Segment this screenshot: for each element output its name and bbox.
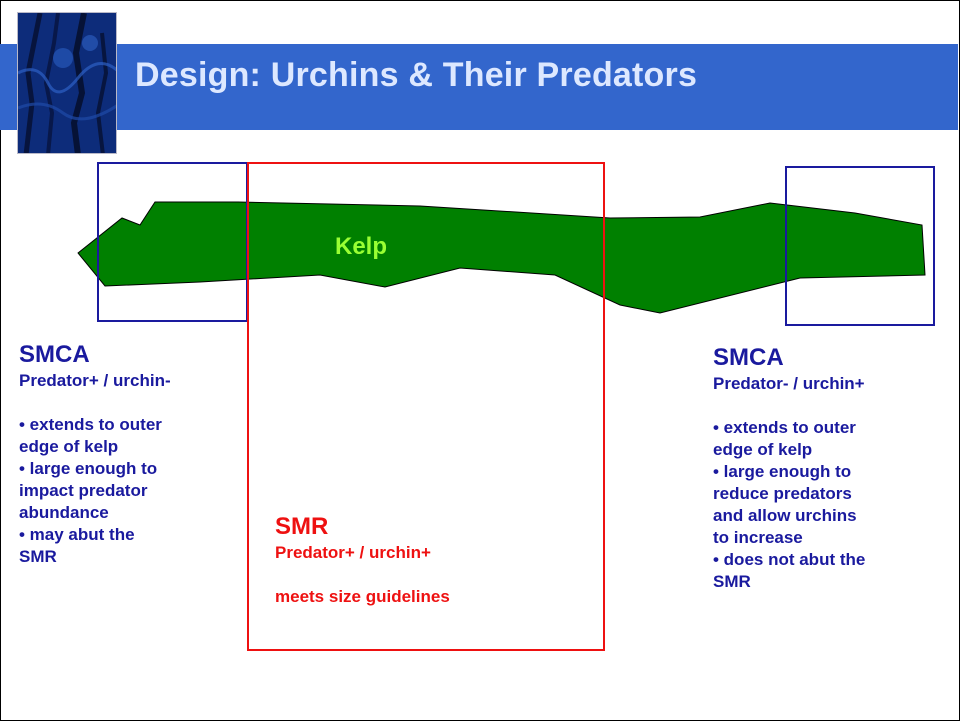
kelp-forest-thumbnail [17, 12, 117, 154]
left-smca-bullet-line: • may abut the [19, 525, 135, 544]
left-smca-bullet-line: • extends to outer [19, 415, 162, 434]
left-smca-bullet-line: abundance [19, 503, 109, 522]
kelp-label: Kelp [335, 233, 388, 260]
right-smca-bullet-line: reduce predators [713, 484, 852, 503]
right-smca-bullet-line: • does not abut the [713, 550, 866, 569]
title-bar [0, 44, 958, 130]
right-smca-bullet-line: • extends to outer [713, 418, 856, 437]
right-smca-bullet-line: • large enough to [713, 462, 852, 481]
right-smca-description: SMCA Predator- / urchin+ • extends to ou… [713, 343, 865, 593]
smr-note: meets size guidelines [275, 587, 450, 606]
right-smca-subtitle: Predator- / urchin+ [713, 374, 865, 393]
left-smca-heading: SMCA [19, 341, 90, 368]
smr-box [247, 162, 605, 651]
smr-description: SMR Predator+ / urchin+ meets size guide… [275, 512, 450, 608]
right-smca-bullet-line: and allow urchins [713, 506, 857, 525]
left-smca-bullet-line: impact predator [19, 481, 148, 500]
left-smca-subtitle: Predator+ / urchin- [19, 371, 171, 390]
right-smca-bullet-line: edge of kelp [713, 440, 813, 459]
kelp-bed-shape [77, 201, 926, 314]
kelp-forest-image [18, 13, 116, 153]
left-smca-bullet-line: • large enough to [19, 459, 158, 478]
smr-subtitle: Predator+ / urchin+ [275, 543, 431, 562]
left-smca-bullet-line: edge of kelp [19, 437, 119, 456]
smr-heading: SMR [275, 513, 329, 540]
left-smca-bullet-line: SMR [19, 547, 57, 566]
left-smca-description: SMCA Predator+ / urchin- • extends to ou… [19, 340, 171, 568]
right-smca-box [785, 166, 935, 326]
right-smca-bullet-line: SMR [713, 572, 751, 591]
right-smca-heading: SMCA [713, 344, 784, 371]
right-smca-bullet-line: to increase [713, 528, 803, 547]
slide-title: Design: Urchins & Their Predators [135, 56, 698, 94]
